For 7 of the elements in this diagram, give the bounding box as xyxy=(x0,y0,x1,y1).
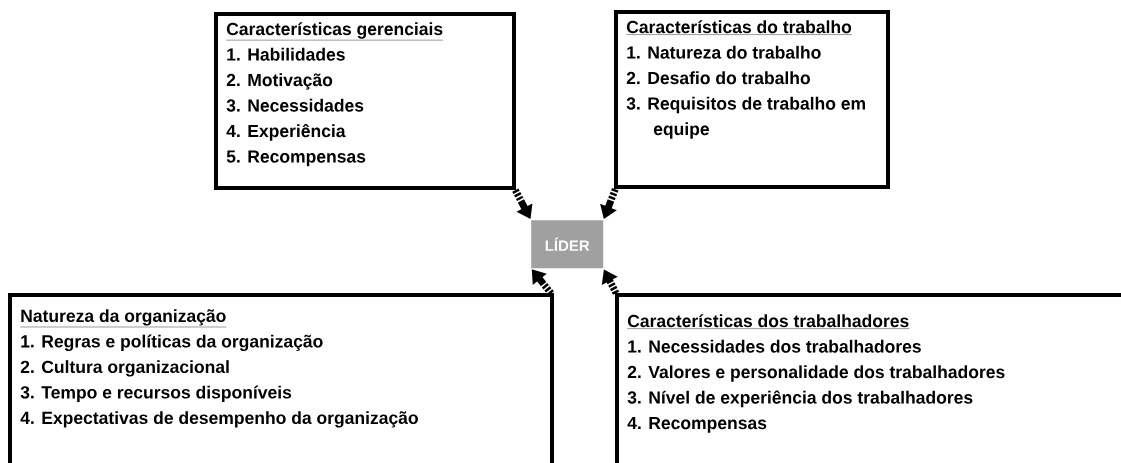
arrow xyxy=(531,269,554,296)
list-box: Natureza da organização 1. Regras e políticas da organização 2. Cultura organizacional 3. Tempo e recursos disponíveis 4. Expectativas de desempenho da organização xyxy=(8,293,554,463)
arrow xyxy=(512,188,533,219)
leader-box: LÍDER xyxy=(531,220,604,269)
list-box: Características gerenciais 1. Habilidades 2. Motivação 3. Necessidades 4. Experiência 5. Recompensas xyxy=(214,12,516,190)
list-box: Características do trabalho 1. Natureza do trabalho 2. Desafio do trabalho 3. Requisitos de trabalho em equipe xyxy=(614,10,890,189)
list-box: Características dos trabalhadores 1. Necessidades dos trabalhadores 2. Valores e personalidade dos trabalhadores 3. Nível de experiência dos trabalhadores 4. Recompensas xyxy=(615,293,1121,463)
